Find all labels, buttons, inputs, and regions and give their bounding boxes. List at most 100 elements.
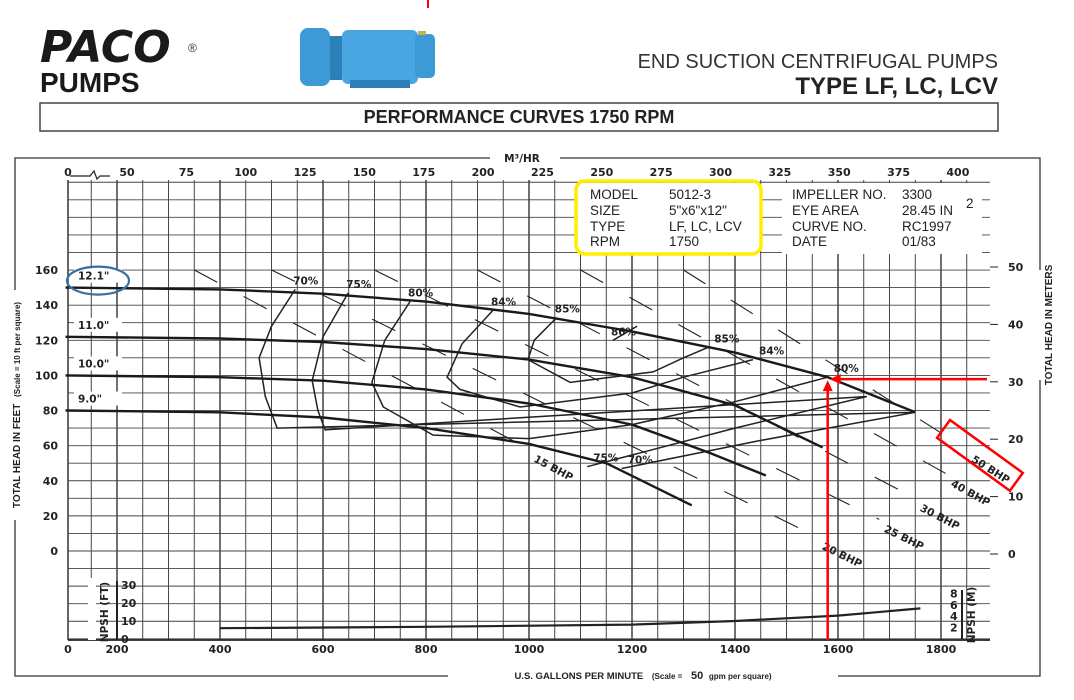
efficiency-label: 85%	[555, 303, 581, 315]
x2-tick-label: 100	[234, 166, 257, 179]
npsh-m-tick: 4	[950, 610, 958, 623]
x2-tick-label: 125	[294, 166, 317, 179]
efficiency-label: 75%	[346, 279, 372, 291]
npsh-ft-tick: 0	[121, 633, 129, 646]
x-tick-label: 600	[312, 643, 335, 656]
subtitle: END SUCTION CENTRIFUGAL PUMPS	[638, 51, 998, 73]
head-arrow-head	[829, 374, 841, 385]
logo-registered: ®	[188, 41, 197, 55]
y-tick-label: 80	[43, 405, 59, 418]
eye-area-label: EYE AREA	[792, 203, 859, 218]
bhp-label: 40 BHP	[949, 478, 992, 509]
y-tick-label: 120	[35, 334, 58, 347]
bhp-label: 30 BHP	[918, 502, 962, 533]
efficiency-curve	[258, 288, 916, 470]
logo-pumps: PUMPS	[40, 67, 140, 98]
type-value: LF, LC, LCV	[669, 219, 742, 234]
size-value: 5"x6"x12"	[669, 203, 727, 218]
model-label: MODEL	[590, 187, 639, 202]
impeller-label-bg	[74, 317, 122, 332]
impeller-highlight-circle	[65, 265, 131, 296]
axis-break	[88, 578, 96, 640]
impeller-label: IMPELLER NO.	[792, 187, 887, 202]
bhp-line	[477, 269, 916, 499]
date-label: DATE	[792, 234, 827, 249]
x-axis-scale-prefix: (Scale =	[652, 672, 683, 681]
x-tick-label: 1600	[823, 643, 854, 656]
efficiency-label: 70%	[628, 454, 654, 466]
rpm-label: RPM	[590, 234, 620, 249]
rpm-value: 1750	[669, 234, 699, 249]
y-tick-label: 100	[35, 369, 58, 382]
pump-types: TYPE LF, LC, LCV	[795, 73, 998, 100]
y-axis-scale-note: (Scale = 10 ft per square)	[13, 302, 22, 397]
x2-tick-label: 50	[119, 166, 135, 179]
bhp-line	[683, 269, 968, 450]
impeller-curve	[65, 409, 693, 507]
x-axis-label: U.S. GALLONS PER MINUTE	[514, 671, 643, 682]
date-value: 01/83	[902, 234, 936, 249]
x2-tick-label: 150	[353, 166, 376, 179]
impeller-label: 9.0"	[78, 394, 102, 406]
npsh-m-label: NPSH (M)	[966, 587, 978, 644]
gpm-arrow-head	[822, 380, 833, 392]
y2-tick-label: 20	[1008, 433, 1024, 446]
x-tick-label: 1400	[720, 643, 751, 656]
npsh-ft-tick: 20	[121, 597, 137, 610]
size-label: SIZE	[590, 203, 620, 218]
y-tick-label: 40	[43, 475, 59, 488]
x-tick-label: 1200	[617, 643, 648, 656]
x2-tick-label: 250	[590, 166, 613, 179]
impeller-curve	[65, 286, 916, 414]
x2-tick-label: 200	[472, 166, 495, 179]
efficiency-label: 84%	[491, 296, 517, 308]
type-label: TYPE	[590, 219, 625, 234]
x2-axis-label: M³/HR	[504, 153, 540, 165]
efficiency-curve	[612, 325, 638, 341]
pump-image	[300, 28, 435, 88]
bhp-line	[194, 269, 530, 450]
y-tick-label: 140	[35, 299, 58, 312]
y-tick-label: 20	[43, 510, 59, 523]
npsh-curve	[219, 607, 921, 630]
eye-area-superscript: 2	[966, 196, 974, 211]
axis-break-top	[70, 169, 110, 181]
x2-tick-label: 75	[179, 166, 194, 179]
npsh-m-tick: 8	[950, 587, 958, 600]
impeller-label-bg	[74, 356, 122, 371]
banner-box	[39, 102, 999, 132]
npsh-ft-tick: 30	[121, 579, 137, 592]
y2-tick-label: 50	[1008, 261, 1024, 274]
efficiency-label: 84%	[759, 346, 785, 358]
curve-no-value: RC1997	[902, 219, 952, 234]
bhp-label: 15 BHP	[532, 453, 576, 484]
impeller-label: 10.0"	[78, 358, 109, 370]
x-tick-label: 1000	[514, 643, 545, 656]
efficiency-label: 70%	[293, 275, 319, 287]
x2-tick-label: 350	[828, 166, 851, 179]
efficiency-curve	[527, 316, 709, 384]
impeller-label-bg	[74, 391, 122, 406]
bhp-label: 25 BHP	[882, 523, 926, 553]
x-tick-label: 400	[209, 643, 232, 656]
impeller-curve	[65, 374, 767, 477]
efficiency-label: 85%	[714, 333, 740, 345]
npsh-m-tick: 6	[950, 599, 958, 612]
x2-tick-label: 175	[412, 166, 435, 179]
y-tick-label: 60	[43, 440, 59, 453]
x2-tick-label: 0	[64, 166, 72, 179]
y-axis-title: TOTAL HEAD IN FEET (Scale = 10 ft per sq…	[12, 302, 23, 509]
npsh-ft-tick: 10	[121, 615, 137, 628]
x2-tick-label: 375	[887, 166, 910, 179]
banner-title: PERFORMANCE CURVES 1750 RPM	[364, 107, 675, 127]
x2-tick-label: 275	[650, 166, 673, 179]
x-axis-scale-suffix: gpm per square)	[709, 672, 772, 681]
impeller-label: 11.0"	[78, 320, 109, 332]
y2-tick-label: 30	[1008, 376, 1024, 389]
logo-paco: PACO	[40, 22, 171, 73]
x-tick-label: 200	[106, 643, 129, 656]
x2-tick-label: 400	[946, 166, 969, 179]
y-tick-label: 0	[50, 545, 58, 558]
